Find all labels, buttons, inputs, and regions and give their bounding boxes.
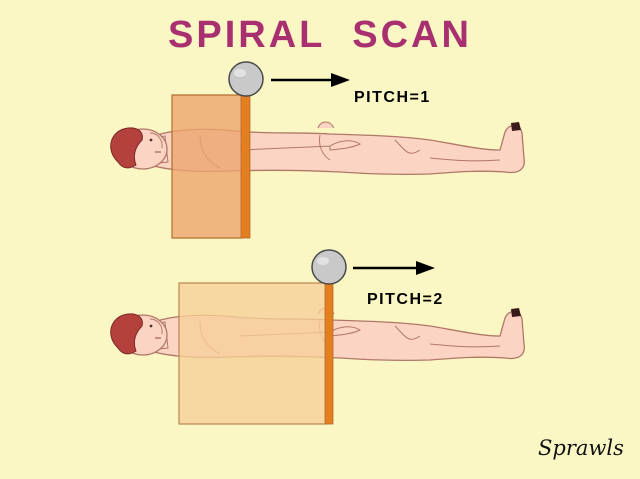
arrow-right-icon (271, 73, 350, 87)
pitch-label: PITCH=2 (367, 291, 444, 308)
panel-pitch-1 (110, 61, 525, 239)
xray-tube-icon (228, 61, 264, 97)
xray-tube-icon (311, 249, 347, 285)
scanned-slab (171, 94, 243, 239)
xray-beam (240, 94, 251, 239)
xray-beam (324, 282, 334, 425)
author-signature: Sprawls (538, 436, 624, 460)
page-title: SPIRAL SCAN (168, 14, 472, 56)
panel-pitch-2 (110, 249, 525, 425)
arrow-right-icon (353, 261, 435, 275)
pitch-label: PITCH=1 (354, 89, 431, 106)
scanned-slab (178, 282, 327, 425)
